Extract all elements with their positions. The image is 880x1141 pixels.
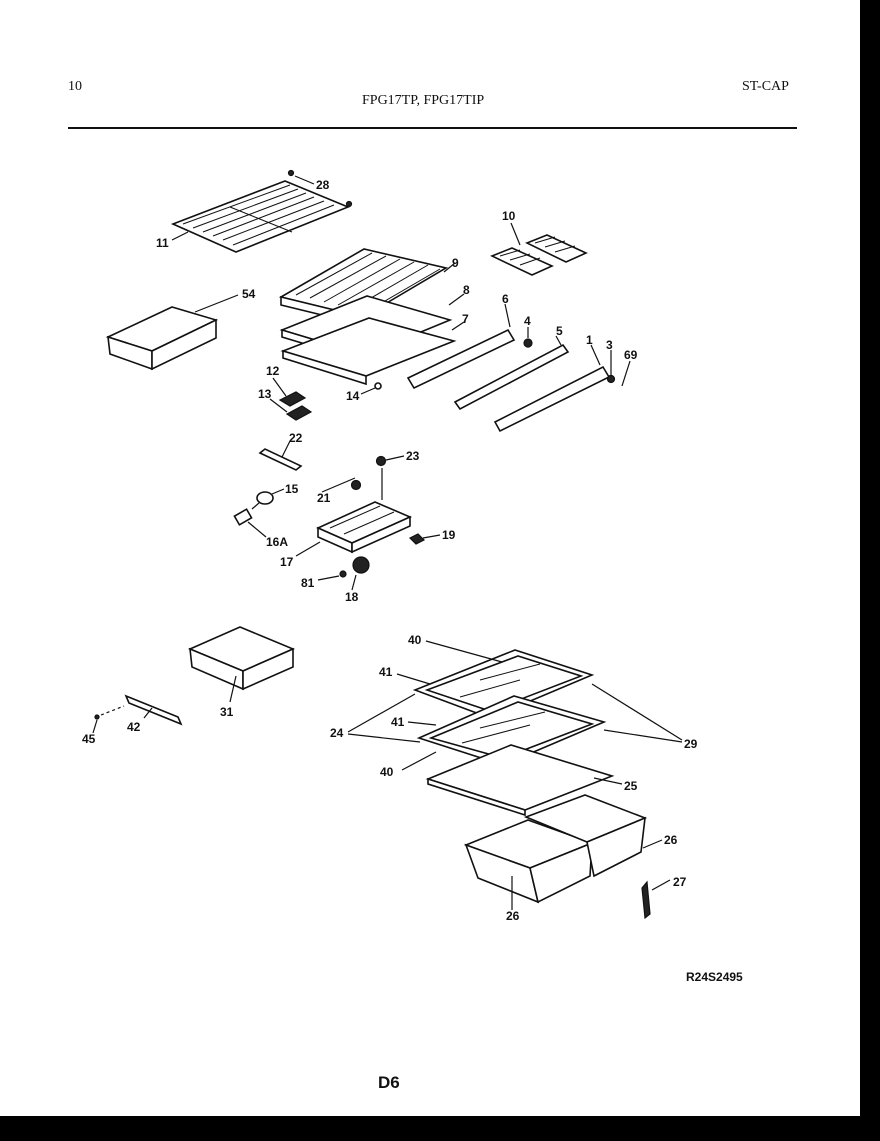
callout-69: 69: [624, 348, 638, 362]
pan-7: [280, 317, 457, 386]
screw-81: [339, 570, 347, 578]
callout-45: 45: [82, 732, 96, 746]
callout-12: 12: [266, 364, 280, 378]
callout-40-lower: 40: [380, 765, 394, 779]
callout-13: 13: [258, 387, 272, 401]
callout-42: 42: [127, 720, 141, 734]
callout-26-left: 26: [506, 909, 520, 923]
bin-54: [105, 306, 219, 371]
rail-5: [453, 343, 570, 411]
callout-11: 11: [156, 236, 169, 250]
part-42: [124, 694, 183, 726]
clips-12-13: [278, 391, 313, 421]
drawing-number: R24S2495: [686, 970, 743, 984]
callout-21: 21: [317, 491, 331, 505]
lamp-15: [251, 491, 274, 510]
callout-22: 22: [289, 431, 303, 445]
callout-16A: 16A: [266, 535, 288, 549]
callout-29: 29: [684, 737, 698, 751]
fastener-3: [606, 374, 616, 384]
model-numbers: FPG17TP, FPG17TIP: [362, 93, 485, 108]
scan-border-right: [860, 0, 880, 1141]
wire-shelf-11: [170, 169, 353, 253]
callout-40-upper: 40: [408, 633, 422, 647]
scan-border-bottom: [0, 1116, 880, 1141]
page-number: 10: [68, 79, 82, 94]
callout-15: 15: [285, 482, 299, 496]
ice-trays-10: [490, 234, 588, 276]
callout-28: 28: [316, 178, 330, 192]
screw-4: [523, 338, 533, 348]
callout-24: 24: [330, 726, 344, 740]
callout-14: 14: [346, 389, 360, 403]
drawer-26-right: [523, 794, 648, 878]
section-code: ST-CAP: [742, 79, 789, 94]
callout-26-right: 26: [664, 833, 678, 847]
part-21: [350, 479, 362, 491]
page-code: D6: [378, 1073, 400, 1092]
glass-shelf-upper: [412, 649, 595, 719]
callout-31: 31: [220, 705, 234, 719]
part-27: [641, 880, 651, 920]
callout-19: 19: [442, 528, 456, 542]
callout-25: 25: [624, 779, 638, 793]
callout-41-upper: 41: [379, 665, 393, 679]
callout-8: 8: [463, 283, 470, 297]
part-45: [94, 714, 100, 720]
glass-shelf-lower: [416, 695, 607, 766]
callout-4: 4: [524, 314, 531, 328]
callout-23: 23: [406, 449, 420, 463]
callout-54: 54: [242, 287, 256, 301]
socket-16A: [233, 508, 253, 526]
part-19: [408, 533, 426, 545]
callout-10: 10: [502, 209, 516, 223]
part-14: [374, 382, 382, 390]
callout-18: 18: [345, 590, 359, 604]
crisper-cover-25: [425, 744, 615, 817]
callout-27: 27: [673, 875, 687, 889]
callout-7: 7: [462, 312, 469, 326]
callout-9: 9: [452, 256, 459, 270]
callout-6: 6: [502, 292, 509, 306]
bracket-6: [406, 328, 516, 390]
part-22: [258, 448, 303, 471]
housing-17: [316, 501, 412, 554]
callout-1: 1: [586, 333, 593, 347]
part-23: [375, 455, 387, 467]
knob-18: [352, 556, 370, 574]
callout-5: 5: [556, 324, 563, 338]
header-rule: [68, 127, 797, 129]
crisper-31: [187, 626, 296, 691]
callout-3: 3: [606, 338, 613, 352]
callout-41-lower: 41: [391, 715, 405, 729]
callout-81: 81: [301, 576, 315, 590]
callout-17: 17: [280, 555, 294, 569]
